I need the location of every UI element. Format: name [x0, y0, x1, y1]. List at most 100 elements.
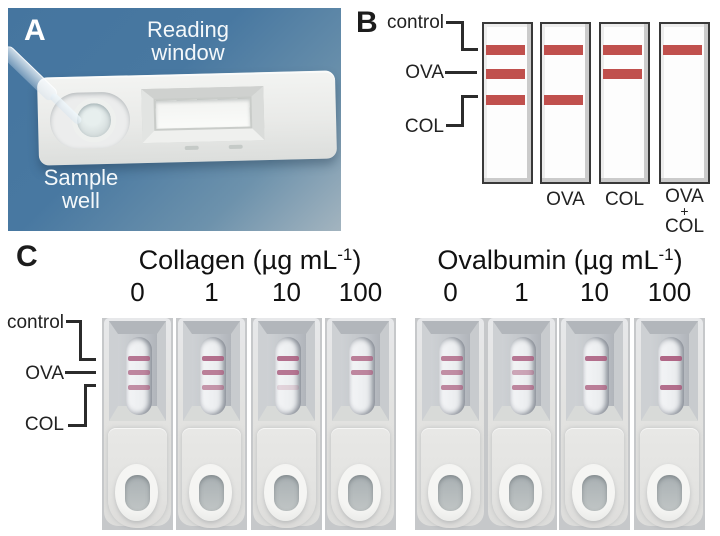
sample-well-opening [125, 475, 150, 511]
strip-label-ova-col-line1: OVA [665, 186, 704, 207]
panel-b-label: B [356, 6, 378, 39]
collagen-title-close: ) [352, 245, 362, 275]
bracket-line [84, 384, 96, 387]
embossed-mark [228, 144, 243, 149]
collagen-title: Collagen (µg mL-1) [100, 245, 400, 276]
photo-band-control [585, 356, 607, 361]
schematic-strip-blank [482, 22, 533, 184]
strip-photo-ovalbumin-1 [486, 318, 557, 530]
bracket-line [79, 358, 96, 361]
collagen-conc-1: 1 [204, 277, 219, 307]
sample-well-annotation: Sample well [22, 166, 140, 212]
row-label-col: COL [404, 116, 444, 137]
bracket-line [68, 424, 87, 427]
bracket-line [461, 21, 464, 51]
panel-a-photo: A Reading window Sample well [8, 8, 341, 231]
photo-band-ova [202, 370, 224, 375]
photo-band-control [441, 356, 463, 361]
ovalbumin-title-sup: -1 [658, 245, 674, 264]
photo-band-ova [128, 370, 150, 375]
bracket-line [461, 95, 478, 98]
sample-well-opening [509, 475, 534, 511]
strip-window [126, 337, 152, 415]
sample-well-opening [657, 475, 682, 511]
ovalbumin-conc-100: 100 [647, 277, 692, 307]
sample-well-opening [438, 475, 463, 511]
row-label-ova: OVA [405, 62, 444, 83]
collagen-title-sup: -1 [337, 245, 353, 264]
ovalbumin-conc-0: 0 [443, 277, 458, 307]
strip-window [658, 337, 684, 415]
band-col [486, 95, 525, 105]
strip-window [200, 337, 226, 415]
strip-photo-collagen-100 [325, 318, 396, 530]
band-control [544, 45, 583, 55]
bracket-line [446, 21, 464, 24]
ovalbumin-conc-1: 1 [514, 277, 529, 307]
band-control [663, 45, 702, 55]
strip-label-col: COL [604, 189, 645, 210]
schematic-strip-ova-col [659, 22, 710, 184]
reading-window-annotation-line1: Reading [147, 17, 229, 42]
strip-window [349, 337, 375, 415]
sample-well-opening [348, 475, 373, 511]
strip-window [439, 337, 465, 415]
sample-well-opening [199, 475, 224, 511]
bracket-line [66, 320, 82, 323]
photo-band-control [128, 356, 150, 361]
strip-label-ova: OVA [546, 189, 585, 210]
ovalbumin-conc-10: 10 [580, 277, 609, 307]
photo-band-col [585, 385, 607, 390]
bracket-line [446, 124, 464, 127]
photo-band-ova [512, 370, 534, 375]
collagen-conc-10: 10 [272, 277, 301, 307]
sample-well-opening [274, 475, 299, 511]
photo-band-ova [351, 370, 373, 375]
schematic-strip-col [599, 22, 650, 184]
band-col [544, 95, 583, 105]
reading-window-annotation-line2: window [151, 40, 225, 65]
strip-label-ova-col-line3: COL [664, 216, 705, 237]
strip-photo-collagen-0 [102, 318, 173, 530]
tick-line [65, 371, 96, 374]
band-control [603, 45, 642, 55]
panel-c-label: C [16, 240, 38, 273]
photo-band-ova [277, 370, 299, 375]
photo-band-col [202, 385, 224, 390]
reading-window-recess [183, 321, 240, 421]
ovalbumin-title-close: ) [673, 245, 683, 275]
strip-label-ova-col-line2: + [680, 203, 689, 219]
strip-photo-ovalbumin-0 [415, 318, 486, 530]
photo-band-control [202, 356, 224, 361]
bracket-line [84, 384, 87, 427]
reading-window-slot [155, 98, 251, 129]
reading-window-annotation: Reading window [88, 18, 288, 64]
band-control [486, 45, 525, 55]
photo-band-ova [441, 370, 463, 375]
collagen-conc-100: 100 [338, 277, 383, 307]
sample-well-annotation-line2: well [62, 188, 100, 213]
photo-band-col [441, 385, 463, 390]
bracket-line [461, 48, 478, 51]
embossed-mark [184, 145, 199, 151]
strip-window [275, 337, 301, 415]
band-ova [486, 69, 525, 79]
band-ova [603, 69, 642, 79]
schematic-strip-ova [540, 22, 591, 184]
photo-band-col [660, 385, 682, 390]
row-label-control: control [6, 312, 64, 333]
photo-band-control [660, 356, 682, 361]
sample-well-opening [582, 475, 607, 511]
ovalbumin-title: Ovalbumin (µg mL-1) [410, 245, 710, 276]
strip-label-ova-col: OVA + COL [657, 186, 712, 237]
photo-band-control [277, 356, 299, 361]
panel-a-label: A [24, 14, 46, 47]
photo-band-col [128, 385, 150, 390]
reading-window [141, 86, 265, 144]
photo-band-control [351, 356, 373, 361]
photo-band-col [512, 385, 534, 390]
strip-photo-ovalbumin-100 [634, 318, 705, 530]
photo-band-control [512, 356, 534, 361]
row-label-col: COL [24, 414, 64, 435]
